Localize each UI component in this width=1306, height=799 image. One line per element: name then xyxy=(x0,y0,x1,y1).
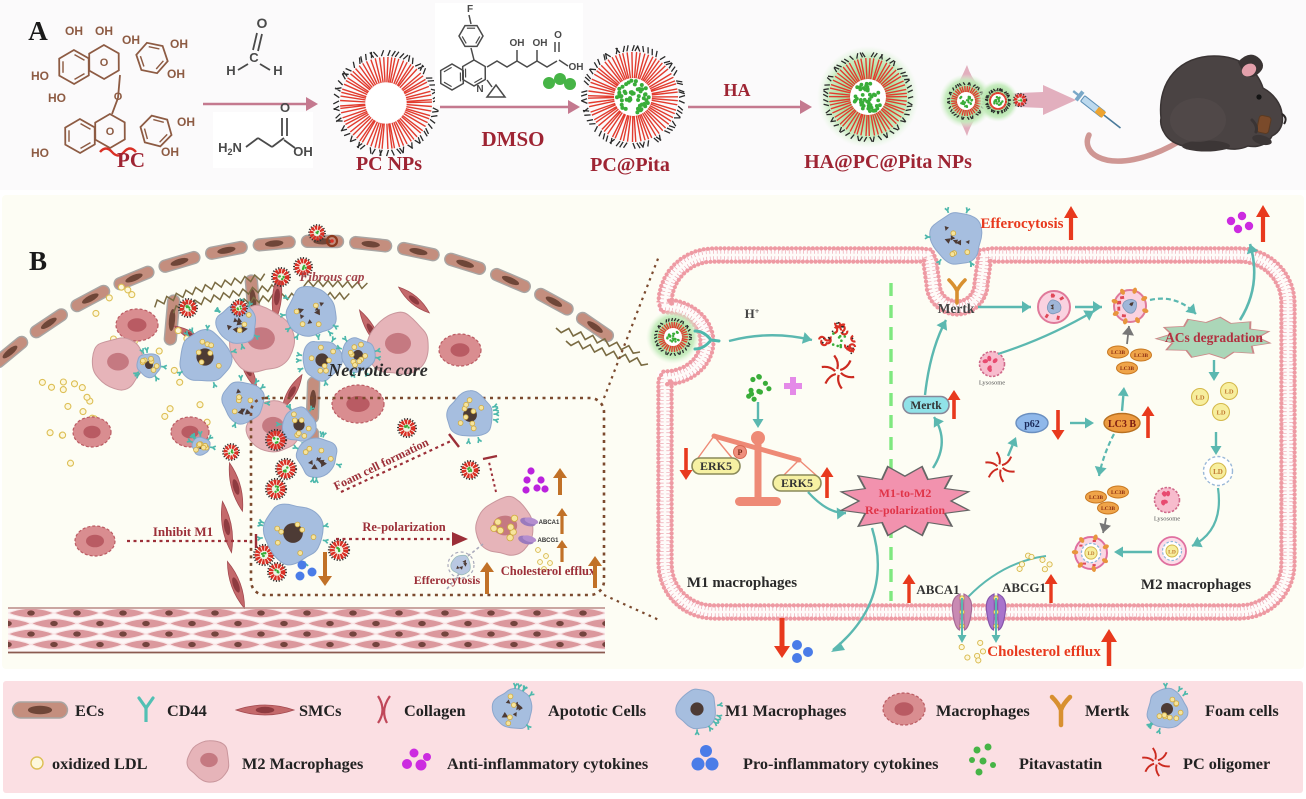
svg-text:Efferocytosis: Efferocytosis xyxy=(414,573,481,587)
svg-text:B: B xyxy=(29,246,47,276)
svg-text:SMCs: SMCs xyxy=(299,701,342,720)
svg-text:OH: OH xyxy=(167,67,185,81)
svg-text:Re-polarization: Re-polarization xyxy=(865,503,945,517)
svg-text:M1 Macrophages: M1 Macrophages xyxy=(725,701,846,720)
svg-text:M1-to-M2: M1-to-M2 xyxy=(879,486,932,500)
svg-text:Collagen: Collagen xyxy=(404,701,466,720)
svg-text:HA: HA xyxy=(724,80,751,100)
svg-text:OH: OH xyxy=(170,37,188,51)
svg-text:LC3B: LC3B xyxy=(1134,353,1148,359)
svg-text:Mertk: Mertk xyxy=(910,400,942,412)
svg-text:Apototic Cells: Apototic Cells xyxy=(548,701,646,720)
svg-text:ERK5: ERK5 xyxy=(781,476,813,490)
svg-text:O: O xyxy=(114,91,123,103)
svg-text:Re-polarization: Re-polarization xyxy=(362,520,445,534)
svg-text:N: N xyxy=(476,84,483,95)
svg-text:LC3B: LC3B xyxy=(1101,506,1115,512)
svg-text:PC: PC xyxy=(117,148,145,172)
svg-text:LD: LD xyxy=(1168,550,1176,556)
svg-text:OH: OH xyxy=(95,24,113,38)
svg-text:ACs degradation: ACs degradation xyxy=(1165,330,1263,345)
svg-text:A: A xyxy=(28,16,48,46)
svg-text:Cholesterol efflux: Cholesterol efflux xyxy=(501,564,596,578)
svg-text:PC oligomer: PC oligomer xyxy=(1183,754,1270,773)
svg-text:LD: LD xyxy=(1224,389,1233,396)
svg-text:O: O xyxy=(257,15,268,31)
svg-text:LD: LD xyxy=(1216,410,1225,417)
svg-text:oxidized LDL: oxidized LDL xyxy=(52,754,148,773)
svg-text:p62: p62 xyxy=(1024,419,1040,430)
svg-text:LC3 B: LC3 B xyxy=(1108,419,1136,430)
svg-text:F: F xyxy=(467,4,473,15)
svg-text:Inhibit M1: Inhibit M1 xyxy=(153,524,213,539)
svg-text:PC NPs: PC NPs xyxy=(356,153,422,175)
svg-text:Mertk: Mertk xyxy=(938,301,975,316)
svg-text:Cholesterol efflux: Cholesterol efflux xyxy=(987,644,1101,660)
svg-text:Lysosome: Lysosome xyxy=(1154,516,1180,523)
svg-text:M1 macrophages: M1 macrophages xyxy=(687,575,797,591)
svg-text:OH: OH xyxy=(293,144,313,159)
svg-text:OH: OH xyxy=(510,38,525,49)
svg-text:CD44: CD44 xyxy=(167,701,207,720)
svg-text:DMSO: DMSO xyxy=(482,127,545,151)
svg-text:Anti-inflammatory cytokines: Anti-inflammatory cytokines xyxy=(447,754,648,773)
svg-text:ABCG1: ABCG1 xyxy=(1002,580,1046,595)
svg-text:C: C xyxy=(249,50,259,65)
svg-text:LD: LD xyxy=(1088,552,1095,557)
svg-text:ECs: ECs xyxy=(75,701,104,720)
svg-text:OH: OH xyxy=(533,38,548,49)
svg-text:O: O xyxy=(100,57,109,69)
svg-text:P: P xyxy=(738,448,743,457)
svg-text:PC@Pita: PC@Pita xyxy=(590,154,670,176)
svg-text:LC3B: LC3B xyxy=(1089,495,1103,501)
svg-text:HO: HO xyxy=(31,146,49,160)
svg-text:OH: OH xyxy=(161,145,179,159)
svg-text:LC3B: LC3B xyxy=(1111,490,1125,496)
svg-text:Fibrous cap: Fibrous cap xyxy=(299,269,365,284)
svg-text:OH: OH xyxy=(569,62,584,73)
svg-text:M2 macrophages: M2 macrophages xyxy=(1141,577,1251,593)
svg-text:HA@PC@Pita NPs: HA@PC@Pita NPs xyxy=(804,151,972,173)
svg-text:Efferocytosis: Efferocytosis xyxy=(980,216,1063,232)
svg-text:H: H xyxy=(273,63,282,78)
svg-text:ABCA1: ABCA1 xyxy=(916,582,959,597)
svg-text:ERK5: ERK5 xyxy=(700,459,732,473)
svg-text:ABCA1: ABCA1 xyxy=(539,520,560,526)
svg-text:O: O xyxy=(106,126,115,138)
svg-text:Lysosome: Lysosome xyxy=(979,380,1005,387)
svg-text:Pitavastatin: Pitavastatin xyxy=(1019,754,1102,773)
svg-text:H: H xyxy=(226,63,235,78)
svg-text:ABCG1: ABCG1 xyxy=(537,538,559,544)
svg-text:OH: OH xyxy=(177,115,195,129)
svg-text:H2N: H2N xyxy=(218,140,242,157)
svg-text:HO: HO xyxy=(48,91,66,105)
svg-text:O: O xyxy=(280,100,290,115)
svg-text:Macrophages: Macrophages xyxy=(936,701,1030,720)
svg-text:HO: HO xyxy=(31,69,49,83)
svg-text:Foam cells: Foam cells xyxy=(1205,701,1279,720)
svg-text:LD: LD xyxy=(1195,395,1204,402)
svg-text:Necrotic core: Necrotic core xyxy=(327,360,427,380)
svg-text:M2 Macrophages: M2 Macrophages xyxy=(242,754,363,773)
svg-text:OH: OH xyxy=(122,33,140,47)
svg-text:LD: LD xyxy=(1213,468,1223,476)
svg-text:Pro-inflammatory cytokines: Pro-inflammatory cytokines xyxy=(743,754,939,773)
svg-text:LC3B: LC3B xyxy=(1111,350,1125,356)
svg-text:OH: OH xyxy=(65,24,83,38)
svg-text:LC3B: LC3B xyxy=(1120,366,1134,372)
svg-text:Mertk: Mertk xyxy=(1085,701,1130,720)
svg-text:O: O xyxy=(554,30,562,41)
